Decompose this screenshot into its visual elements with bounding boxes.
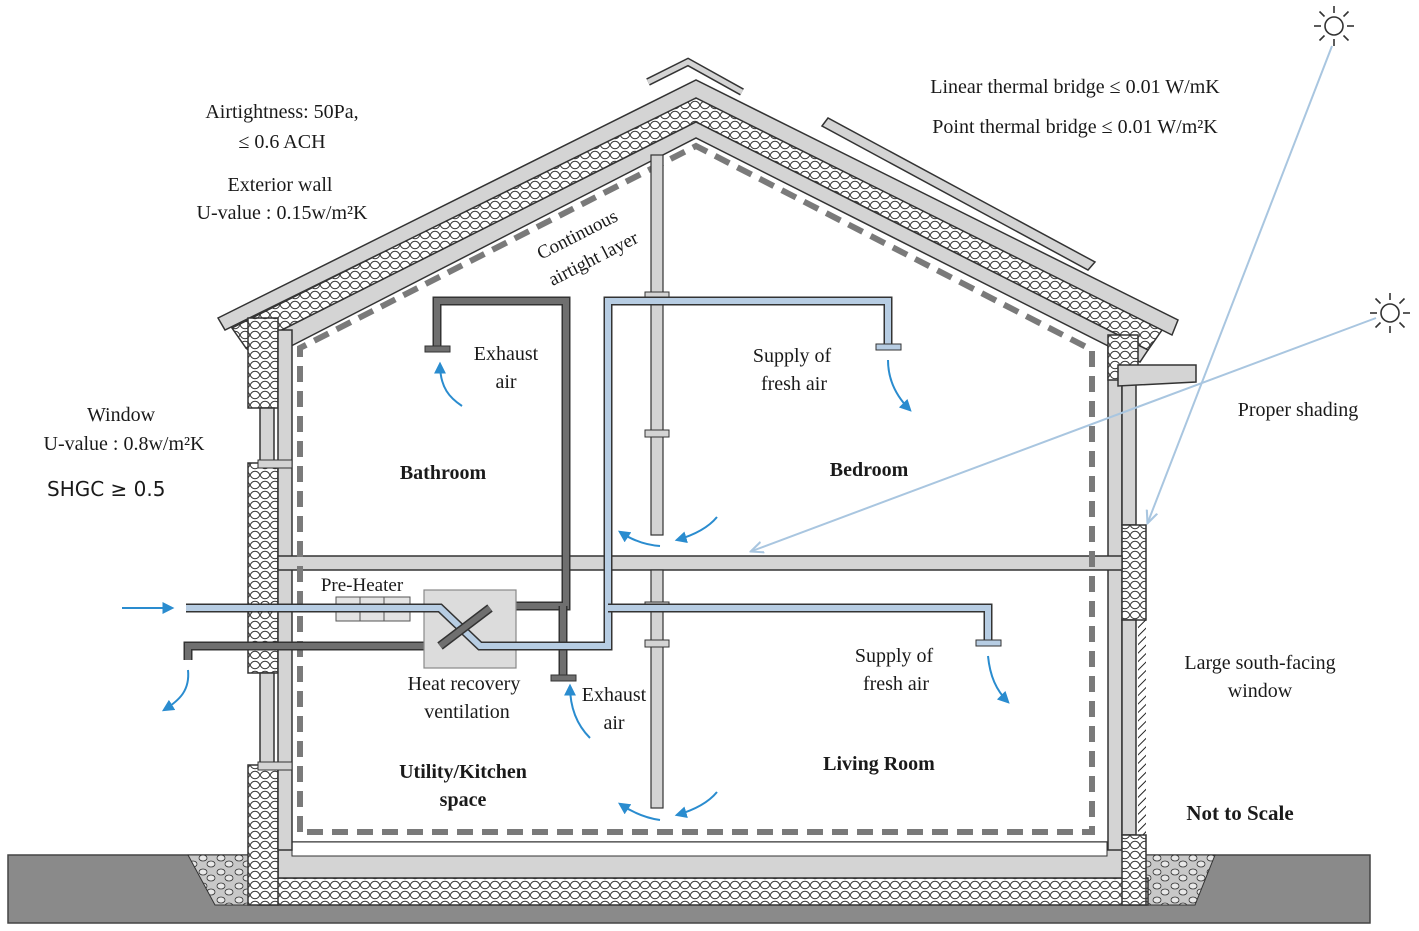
supply-air-label: fresh air — [761, 373, 827, 395]
exhaust-grille-bottom — [550, 674, 577, 682]
vent-stack-lower — [650, 569, 664, 809]
vent-clamp-4 — [644, 639, 670, 648]
airflow-arrow-transfer-lower-left — [618, 802, 661, 821]
left-wall-insulation-top — [247, 317, 279, 409]
shading-overhang — [1117, 364, 1197, 387]
airflow-arrow-transfer-upper-right — [674, 516, 718, 544]
airflow-arrow-transfer-upper-left — [618, 530, 661, 547]
solar-panel — [820, 117, 1097, 271]
airflow-arrow-bath — [434, 361, 463, 407]
airtightness-label: Airtightness: 50Pa, — [205, 101, 358, 123]
exhaust-air-label: Exhaust — [582, 684, 647, 706]
left-wall-insulation-bottom — [247, 764, 279, 906]
proper-shading-label: Proper shading — [1238, 399, 1359, 421]
intermediate-floor — [277, 555, 1123, 571]
room-label-bathroom: Bathroom — [400, 462, 487, 484]
sun-icon — [1370, 293, 1410, 333]
room-label-utility: Utility/Kitchen — [399, 761, 527, 783]
right-window-hatch — [1138, 620, 1146, 835]
shgc-label: SHGC ≥ 0.5 — [47, 477, 165, 501]
exhaust-air-label: Exhaust — [474, 343, 539, 365]
heat-recovery-unit — [423, 589, 517, 669]
right-wall-inner — [1107, 344, 1123, 851]
right-wall-insulation-mid — [1121, 524, 1147, 621]
supply-air-label: Supply of — [855, 645, 934, 667]
exhaust-out-duct-fill — [185, 643, 425, 660]
left-window-sill-top — [257, 459, 293, 469]
not-to-scale-label: Not to Scale — [1186, 801, 1293, 825]
heat-recovery-label: ventilation — [424, 701, 510, 723]
supply-air-label: fresh air — [863, 673, 929, 695]
exhaust-air-label: air — [495, 371, 516, 393]
left-wall-window-bottom — [259, 672, 275, 766]
linear-thermal-bridge-label: Linear thermal bridge ≤ 0.01 W/mK — [930, 76, 1220, 98]
supply-duct-intake-fill — [186, 298, 891, 649]
airflow-arrow-transfer-lower-right — [674, 791, 718, 819]
room-label-utility: space — [440, 789, 487, 811]
exhaust-air-label: air — [603, 712, 624, 734]
airflow-arrow-bedroom — [887, 359, 912, 412]
large-window-label: Large south-facing — [1184, 652, 1335, 674]
room-label-living: Living Room — [823, 753, 935, 775]
airtight-layer — [297, 142, 1095, 835]
sun-ray-high — [1148, 45, 1333, 522]
exhaust-cross-fill — [438, 605, 492, 649]
window-label: Window — [87, 404, 156, 426]
left-wall-inner — [277, 329, 293, 851]
sun-icon — [1314, 6, 1354, 46]
right-window-upper — [1121, 379, 1137, 526]
sun-ray-low — [752, 317, 1377, 551]
window-label: U-value : 0.8w/m²K — [44, 433, 206, 455]
large-window-label: window — [1228, 680, 1293, 702]
supply-grille-bottom — [975, 639, 1002, 647]
right-wall-insulation-bottom — [1121, 834, 1147, 906]
exhaust-duct-bathroom-fill — [434, 298, 569, 609]
airflow-arrow-kitchen — [564, 683, 591, 739]
ridge-cap-inner — [646, 59, 744, 95]
floor-inner — [291, 841, 1108, 857]
slab-insulation — [257, 877, 1149, 906]
vent-clamp-2 — [644, 429, 670, 438]
exterior-wall-label: Exterior wall — [228, 174, 333, 196]
supply-air-label: Supply of — [753, 345, 832, 367]
right-window-lower — [1121, 619, 1137, 836]
airflow-arrow-living — [987, 655, 1010, 704]
exhaust-grille-top — [424, 345, 451, 353]
supply-grille-top — [875, 343, 902, 351]
vent-stack — [650, 154, 664, 536]
pre-heater-label: Pre-Heater — [321, 575, 404, 596]
left-wall-window-top — [259, 407, 275, 464]
point-thermal-bridge-label: Point thermal bridge ≤ 0.01 W/m²K — [932, 116, 1218, 138]
exterior-wall-label: U-value : 0.15w/m²K — [197, 202, 369, 224]
supply-duct-living-fill — [608, 605, 991, 642]
roof-outer — [216, 79, 1179, 337]
airflow-arrow-exhaust-out — [161, 669, 190, 712]
room-label-bedroom: Bedroom — [830, 459, 909, 481]
left-window-sill-bottom — [257, 761, 293, 771]
airtightness-label: ≤ 0.6 ACH — [238, 131, 325, 153]
supply-duct-living — [608, 603, 993, 642]
heat-recovery-label: Heat recovery — [408, 673, 521, 695]
